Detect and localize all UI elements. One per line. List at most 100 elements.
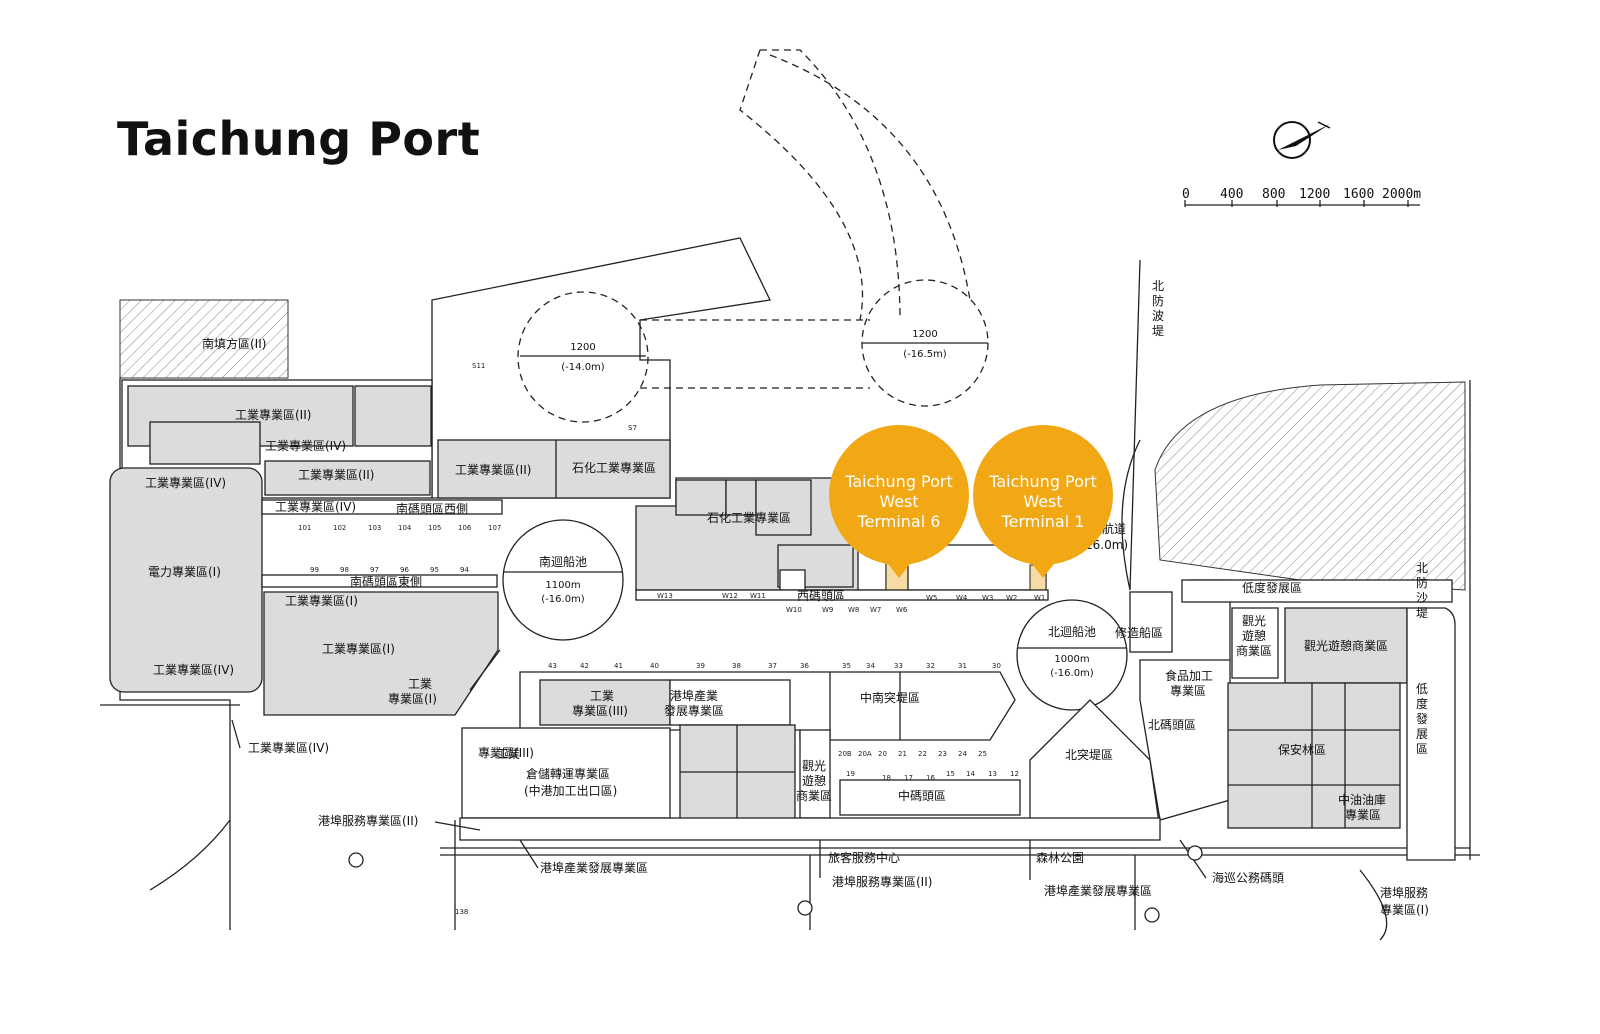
wharf-number: 39	[696, 662, 705, 670]
cpc-depot-label-1: 中油油庫	[1338, 792, 1386, 807]
industrial-zone-2a-label: 工業專業區(II)	[235, 408, 311, 422]
wharf-number: S7	[628, 424, 637, 432]
industrial-zone-4d-label: 工業專業區(IV)	[248, 741, 329, 755]
south-wharf-west-label: 南碼頭區西側	[396, 501, 468, 516]
west-wharf-numbers: W13 W12 W11 W10 W9 W8 W7 W6 W5 W4 W3 W2 …	[455, 362, 1045, 916]
marker-w6-bubble[interactable]	[829, 425, 969, 565]
marker-w1-line2: West	[1023, 492, 1062, 511]
industrial-zone-3b-label-1: 工業	[496, 747, 520, 761]
industrial-zone-3a-label-1: 工業	[590, 689, 614, 703]
wharf-number: 12	[1010, 770, 1019, 778]
road-shield-icon	[1144, 907, 1160, 923]
logistics-label-2: (中港加工出口區)	[524, 783, 617, 798]
tourism-small-label-3: 商業區	[1236, 643, 1272, 658]
wharf-number: 99	[310, 566, 319, 574]
basin-2-size: 1200	[912, 329, 937, 340]
tourism-central-label-2: 遊憩	[802, 773, 826, 788]
wharf-number: S11	[472, 362, 485, 370]
low-dev-b-label-2: 度	[1416, 696, 1428, 711]
north-wharf-area	[1029, 579, 1231, 831]
northwest-industrial-block	[121, 379, 671, 499]
marker-w6-line1: Taichung Port	[844, 472, 953, 491]
wharf-number: 43	[548, 662, 557, 670]
food-zone-label-1: 食品加工	[1165, 668, 1213, 683]
industrial-zone-4e-label: 工業專業區(IV)	[275, 500, 356, 514]
wharf-number: 101	[298, 524, 311, 532]
wharf-number: W3	[982, 594, 993, 602]
power-zone-label: 電力專業區(I)	[148, 565, 221, 579]
logistics-area	[459, 724, 1161, 841]
future-extension	[739, 49, 901, 321]
central-south-pier-label: 中南突堤區	[860, 690, 920, 705]
low-dev-east	[1406, 607, 1456, 861]
scale-tick-label: 1200	[1299, 187, 1330, 202]
road-shield-icon	[348, 852, 364, 868]
scale-tick-label: 0	[1182, 187, 1190, 202]
wharf-number: 25	[978, 750, 987, 758]
low-dev-a-label: 低度發展區	[1242, 580, 1302, 595]
wharf-number: W12	[722, 592, 738, 600]
port-service-2b-label: 港埠服務專業區(II)	[832, 875, 932, 889]
scale-tick-label: 2000m	[1382, 187, 1421, 202]
wharf-number: 17	[904, 774, 913, 782]
south-turning-basin	[502, 519, 624, 641]
wharf-number: 32	[926, 662, 935, 670]
wharf-number: 103	[368, 524, 381, 532]
wharf-number: 104	[398, 524, 412, 532]
wharf-number: 102	[333, 524, 346, 532]
fairway-label: 航道	[1102, 521, 1126, 536]
wharf-number: W8	[848, 606, 859, 614]
scale-tick-label: 400	[1220, 187, 1243, 202]
wharf-number: 41	[614, 662, 623, 670]
south-basin-depth: (-16.0m)	[541, 594, 585, 605]
north-pier-label: 北突堤區	[1065, 747, 1113, 762]
south-wharf-east-label: 南碼頭區東側	[350, 574, 422, 589]
marker-west-terminal-6[interactable]: Taichung Port West Terminal 6	[829, 425, 969, 578]
north-breakwater-label-1: 北	[1152, 279, 1164, 293]
south-wharf-strips	[261, 499, 503, 588]
wharf-number: W9	[822, 606, 833, 614]
port-industry-a-label-1: 港埠產業	[670, 688, 718, 703]
wharf-number: 16	[926, 774, 935, 782]
south-east-wharf-numbers: 99 98 97 96 95 94	[310, 566, 469, 574]
north-arrow-icon	[1273, 121, 1331, 159]
west-wharf-label: 西碼頭區	[797, 589, 845, 603]
port-service-2a-label: 港埠服務專業區(II)	[318, 814, 418, 828]
petrochemical-zone-a-label: 石化工業專業區	[572, 461, 656, 475]
wharf-number: 107	[488, 524, 501, 532]
port-service-1-label-1: 港埠服務	[1380, 886, 1428, 900]
tourism-business-label: 觀光遊憩商業區	[1304, 638, 1388, 653]
wharf-number: 98	[340, 566, 349, 574]
industrial-zone-1c-label-line1: 工業	[408, 677, 432, 691]
central-wharf-row-numbers: 19 18 17 16 15 14 13 12	[846, 770, 1019, 782]
repair-zone-label: 修造船區	[1115, 625, 1163, 640]
central-wharf-label: 中碼頭區	[898, 788, 946, 803]
marker-w1-line1: Taichung Port	[988, 472, 1097, 491]
wharf-number: 94	[460, 566, 469, 574]
industrial-zone-1b-label: 工業專業區(I)	[322, 642, 395, 656]
north-basin-name: 北迴船池	[1048, 625, 1096, 639]
wharf-number: 21	[898, 750, 907, 758]
port-service-1-label-2: 專業區(I)	[1380, 903, 1429, 917]
tourism-small-label-1: 觀光	[1242, 614, 1266, 628]
tourism-central-label-3: 商業區	[796, 788, 832, 803]
north-sand-hatch	[1154, 381, 1466, 591]
wharf-number: 95	[430, 566, 439, 574]
marker-w1-bubble[interactable]	[973, 425, 1113, 565]
north-sand-label-2: 防	[1416, 575, 1428, 590]
north-breakwater-label-4: 堤	[1152, 324, 1164, 338]
basin-1-depth: (-14.0m)	[561, 362, 605, 373]
turning-basin-1	[517, 291, 649, 423]
industrial-zone-3a-label-2: 專業區(III)	[572, 704, 628, 718]
wharf-number: 20B	[838, 750, 852, 758]
industrial-zone-4b-label: 工業專業區(IV)	[145, 476, 226, 490]
wharf-number: 106	[458, 524, 472, 532]
tourism-central-label-1: 觀光	[802, 759, 826, 773]
wharf-number: 24	[958, 750, 967, 758]
marker-west-terminal-1[interactable]: Taichung Port West Terminal 1	[973, 425, 1113, 578]
food-zone-label-2: 專業區	[1170, 684, 1206, 698]
scale-bar: 0 400 800 1200 1600 2000m	[1182, 187, 1421, 207]
wharf-number: W4	[956, 594, 968, 602]
low-dev-b-label-1: 低	[1416, 682, 1428, 696]
south-fill-label: 南填方區(II)	[202, 336, 266, 351]
